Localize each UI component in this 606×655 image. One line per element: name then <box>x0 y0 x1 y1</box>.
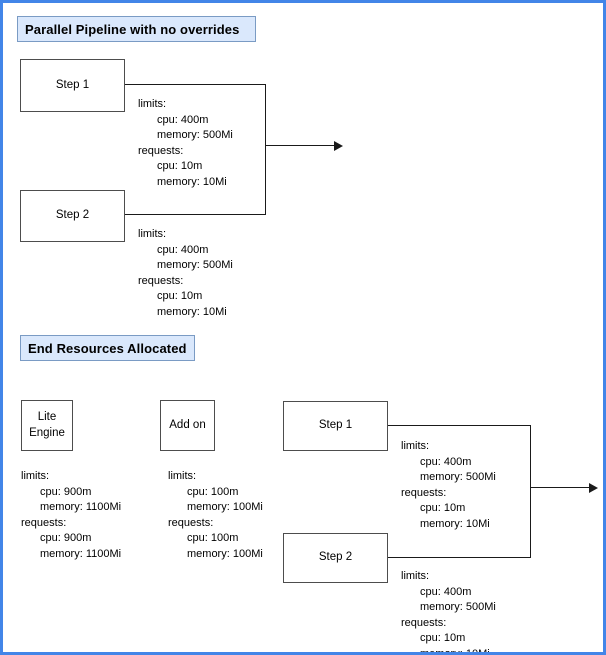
limits-key: limits: <box>401 440 430 452</box>
limits-memory: memory: 500Mi <box>157 259 233 272</box>
connector-step2-horizontal-parallel <box>125 214 266 216</box>
lite-engine-label-line1: Lite <box>37 410 57 423</box>
connector-step1-horizontal-parallel <box>125 84 266 86</box>
limits-key: limits: <box>138 228 167 240</box>
node-step-1-end-resources[interactable]: Step 1 <box>283 401 388 451</box>
limits-memory: memory: 500Mi <box>157 129 233 142</box>
requests-key: requests: <box>168 516 214 529</box>
requests-key: requests: <box>138 274 184 287</box>
requests-key: requests: <box>401 616 447 629</box>
node-step-2-end-resources[interactable]: Step 2 <box>283 533 388 583</box>
requests-memory: memory: 10Mi <box>420 648 490 655</box>
requests-cpu: cpu: 900m <box>40 532 92 545</box>
lite-engine-label-line2: Engine <box>29 426 65 439</box>
requests-memory: memory: 10Mi <box>157 306 227 319</box>
connector-bracket-vertical-parallel <box>265 84 267 215</box>
requests-cpu: cpu: 10m <box>157 160 203 173</box>
connector-output-line-end <box>530 487 590 489</box>
limits-memory: memory: 1100Mi <box>40 501 122 514</box>
resources-add-on: limits: cpu: 100m memory: 100Mi requests… <box>168 469 263 563</box>
limits-key: limits: <box>401 570 430 582</box>
node-step-1-parallel[interactable]: Step 1 <box>20 59 125 112</box>
requests-memory: memory: 10Mi <box>157 176 227 189</box>
requests-key: requests: <box>401 486 447 499</box>
connector-step1-horizontal-end <box>388 425 531 427</box>
arrow-head-output-parallel <box>334 141 343 151</box>
section-title-end-resources: End Resources Allocated <box>20 335 195 361</box>
resources-step1-end: limits: cpu: 400m memory: 500Mi requests… <box>401 439 496 533</box>
node-step-2-parallel[interactable]: Step 2 <box>20 190 125 242</box>
limits-cpu: cpu: 400m <box>420 585 472 598</box>
resources-lite-engine: limits: cpu: 900m memory: 1100Mi request… <box>21 469 121 563</box>
resources-step2-end: limits: cpu: 400m memory: 500Mi requests… <box>401 569 496 655</box>
limits-key: limits: <box>168 470 197 482</box>
limits-cpu: cpu: 400m <box>157 113 209 126</box>
limits-cpu: cpu: 900m <box>40 485 92 498</box>
resources-step2-parallel: limits: cpu: 400m memory: 500Mi requests… <box>138 227 233 321</box>
limits-cpu: cpu: 100m <box>187 485 239 498</box>
limits-key: limits: <box>138 98 167 110</box>
limits-cpu: cpu: 400m <box>420 455 472 468</box>
requests-memory: memory: 1100Mi <box>40 548 122 561</box>
limits-memory: memory: 500Mi <box>420 471 496 484</box>
requests-cpu: cpu: 10m <box>420 502 466 515</box>
arrow-head-output-end <box>589 483 598 493</box>
resources-step1-parallel: limits: cpu: 400m memory: 500Mi requests… <box>138 97 233 191</box>
section-title-parallel-pipeline: Parallel Pipeline with no overrides <box>17 16 256 42</box>
requests-cpu: cpu: 100m <box>187 532 239 545</box>
limits-memory: memory: 500Mi <box>420 601 496 614</box>
limits-cpu: cpu: 400m <box>157 243 209 256</box>
limits-memory: memory: 100Mi <box>187 501 263 514</box>
node-lite-engine[interactable]: Lite Engine <box>21 400 73 451</box>
node-add-on[interactable]: Add on <box>160 400 215 451</box>
requests-memory: memory: 100Mi <box>187 548 263 561</box>
limits-key: limits: <box>21 470 50 482</box>
requests-memory: memory: 10Mi <box>420 518 490 531</box>
connector-bracket-vertical-end <box>530 425 532 558</box>
connector-output-line-parallel <box>265 145 335 147</box>
connector-step2-horizontal-end <box>388 557 531 559</box>
requests-cpu: cpu: 10m <box>157 290 203 303</box>
requests-key: requests: <box>21 516 67 529</box>
requests-cpu: cpu: 10m <box>420 632 466 645</box>
requests-key: requests: <box>138 144 184 157</box>
